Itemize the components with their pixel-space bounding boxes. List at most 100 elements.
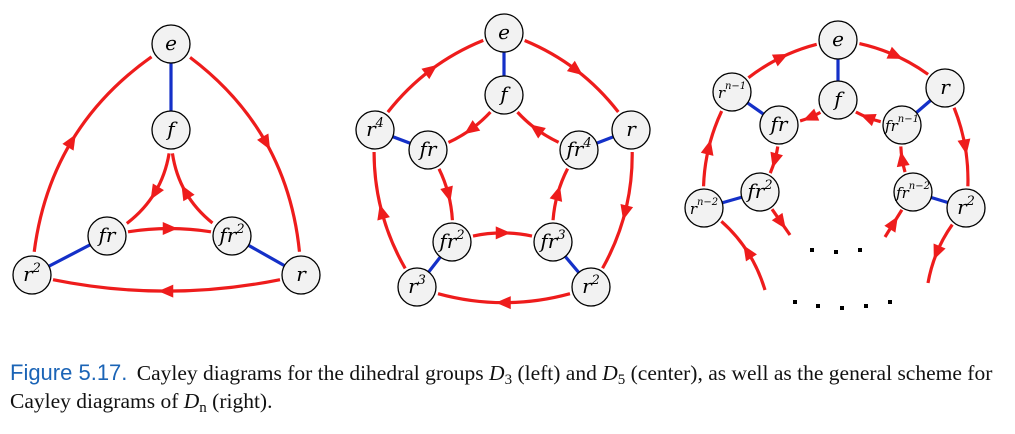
- node-fr: fr: [87, 216, 127, 256]
- node-label: frn−2: [895, 181, 930, 202]
- node-fr2: fr2: [212, 216, 252, 256]
- node-circle: [684, 188, 724, 228]
- node-label: fr3: [538, 228, 565, 253]
- node-circle: [484, 75, 524, 115]
- arrowhead: [743, 245, 757, 262]
- edge-r-fr2-f: [170, 153, 214, 225]
- node-label: r: [626, 117, 637, 141]
- node-label: r2: [582, 273, 600, 298]
- ellipsis-dot: [834, 250, 838, 254]
- node-circle: [484, 13, 524, 53]
- node-label: r2: [957, 194, 975, 219]
- node-label: fr: [769, 112, 789, 136]
- node-frn2: frn−2: [893, 172, 933, 212]
- node-label: r: [296, 262, 307, 286]
- node-f: f: [484, 75, 524, 115]
- node-circle: [12, 255, 52, 295]
- node-label: fr2: [437, 228, 464, 253]
- node-circle: [712, 72, 752, 112]
- node-rn2: rn−2: [684, 188, 724, 228]
- arrowhead: [162, 222, 178, 235]
- arrowhead: [495, 296, 511, 310]
- node-circle: [818, 80, 858, 120]
- group-d3-symbol: D: [489, 361, 505, 385]
- ellipsis-dot: [840, 306, 844, 310]
- arrowhead: [158, 284, 174, 298]
- node-e: e: [818, 20, 858, 60]
- arrowhead: [62, 134, 76, 151]
- node-circle: [946, 188, 986, 228]
- node-label: r3: [408, 273, 426, 298]
- ellipsis-dot: [810, 248, 814, 252]
- edge-r-r3-r4: [372, 151, 407, 270]
- node-fr2: fr2: [432, 222, 472, 262]
- edge-r-e-r: [859, 42, 930, 76]
- arrowhead: [566, 60, 583, 76]
- arrowhead: [495, 226, 511, 240]
- arrowhead: [770, 151, 783, 168]
- node-circle: [559, 130, 599, 170]
- node-label: fr: [97, 223, 117, 247]
- node-label: r: [940, 75, 951, 99]
- node-label: e: [832, 27, 844, 51]
- arrowhead: [886, 46, 903, 59]
- arrowhead: [884, 216, 898, 233]
- group-d3-subscript: 3: [504, 372, 513, 388]
- node-fr: fr: [759, 105, 799, 145]
- node-circle: [281, 255, 321, 295]
- node-circle: [355, 110, 395, 150]
- arrowhead: [700, 139, 714, 156]
- arrowhead: [933, 243, 946, 260]
- node-circle: [151, 24, 191, 64]
- node-label: fr: [418, 137, 438, 161]
- node-fr2: fr2: [740, 172, 780, 212]
- edge-r-f-fr: [125, 153, 171, 225]
- node-circle: [759, 105, 799, 145]
- node-r2: r2: [12, 255, 52, 295]
- arrowhead: [957, 138, 971, 155]
- figure-caption: Figure 5.17. Cayley diagrams for the dih…: [10, 359, 1000, 416]
- arrowhead: [257, 133, 271, 150]
- node-circle: [212, 216, 252, 256]
- caption-text: (right).: [212, 389, 273, 413]
- node-r3: r3: [397, 267, 437, 307]
- node-fr4: fr4: [559, 130, 599, 170]
- arrowhead: [150, 183, 164, 200]
- node-label: rn−2: [690, 197, 718, 218]
- caption-text: Cayley diagrams for the dihedral groups: [136, 361, 484, 385]
- node-label: frn−1: [884, 114, 919, 135]
- node-e: e: [484, 13, 524, 53]
- caption-text: (center), as well as the general scheme …: [10, 361, 993, 413]
- arrowhead: [860, 114, 877, 127]
- node-r2: r2: [946, 188, 986, 228]
- group-d5-symbol: D: [602, 361, 618, 385]
- node-circle: [893, 172, 933, 212]
- ellipsis-dot: [888, 300, 892, 304]
- edge-r-rn1-e: [747, 42, 818, 80]
- node-fr: fr: [408, 130, 448, 170]
- group-d5-subscript: 5: [617, 372, 626, 388]
- node-r2: r2: [571, 267, 611, 307]
- node-rn1: rn−1: [712, 72, 752, 112]
- arrowhead: [440, 185, 453, 202]
- node-circle: [397, 267, 437, 307]
- node-label: fr2: [745, 178, 772, 203]
- arrowhead: [771, 53, 789, 67]
- edge-r-continuation-1: [926, 223, 954, 284]
- node-circle: [432, 222, 472, 262]
- node-f: f: [818, 80, 858, 120]
- arrowhead: [421, 64, 438, 80]
- node-f: f: [151, 110, 191, 150]
- node-label: rn−1: [718, 81, 746, 102]
- node-r: r: [281, 255, 321, 295]
- node-frn1: frn−1: [882, 105, 922, 145]
- node-e: e: [151, 24, 191, 64]
- node-label: r4: [366, 116, 384, 141]
- arrowhead: [181, 184, 195, 202]
- node-circle: [818, 20, 858, 60]
- group-dn-subscript: n: [199, 400, 207, 416]
- node-circle: [533, 222, 573, 262]
- node-circle: [151, 110, 191, 150]
